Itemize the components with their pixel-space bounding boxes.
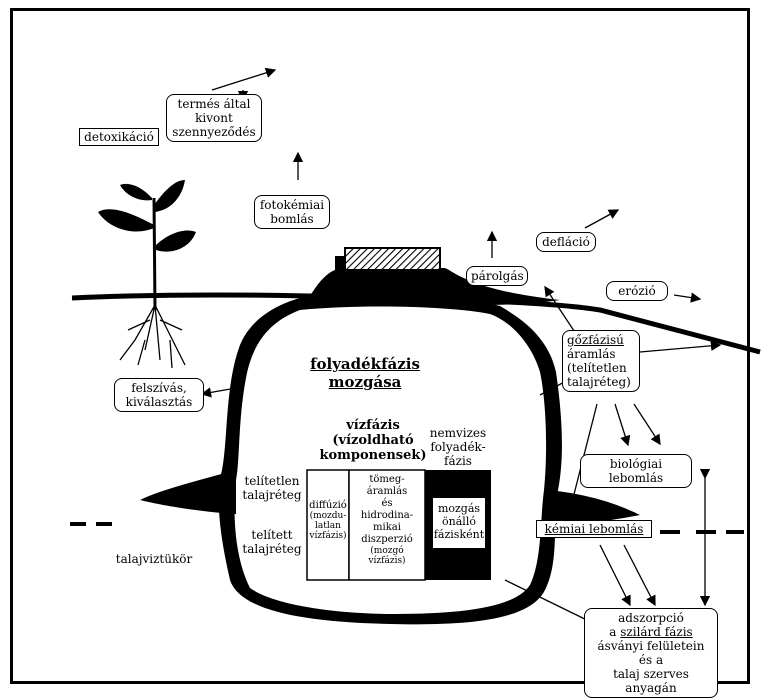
arrow-vapor-bio-right [633,403,661,446]
water-line: komponensek) [319,448,427,463]
adsorption-line: adszorpció [618,611,684,625]
adsorption-box: adszorpció a szilárd fázis ásványi felül… [584,608,718,698]
plant-stem [152,197,157,311]
sat-line: talajréteg [242,542,302,556]
napl-line: fázisként [433,528,485,541]
tank [344,247,441,271]
plant-leaf [156,230,196,252]
adsorption-line: ásványi felületein és a [597,639,705,667]
advection-line: áramlás [366,486,408,497]
vapor-line: gőzfázisú [567,333,624,347]
arrow-vapor-bio-left [614,403,631,447]
plant-leaf [154,180,185,212]
detox-text: detoxikáció [84,130,154,144]
crop-uptake-box: termés által kivont szennyeződés [166,94,262,142]
vapor-line: (telítetlen [567,361,627,375]
arrow-plume-ads [504,579,597,625]
advection-line: (mozgó [370,546,404,556]
bio-text: biológiai lebomlás [608,457,664,485]
uptake-box: felszívás, kiválasztás [114,378,204,412]
liquid-phase-title: folyadékfázis mozgása [300,355,430,391]
diffusion-line: (mozdu- [309,511,347,521]
non-aqueous-label: nemvizes folyadék- fázis [420,426,496,468]
napl-inner-box [433,498,485,548]
groundwater-text: talajviztükör [115,552,193,566]
nonaq-line: fázis [444,454,472,468]
arrow-erosion [673,292,702,303]
ground-surface-blob [310,268,560,306]
uptake-line: felszívás, [131,381,187,395]
nonaq-line: folyadék- [430,440,486,454]
unsaturated-zone-label: telítetlen talajréteg [240,474,304,502]
arrow-deflation [584,209,620,229]
chemical-degradation-box: kémiai lebomlás [536,520,652,538]
advection-line: mikai [373,522,401,533]
water-line: vízfázis [346,418,400,433]
deflation-text: defláció [542,235,590,249]
biodegradation-box: biológiai lebomlás [580,454,692,488]
water-phase-label: vízfázis (vízoldható komponensek) [318,418,428,463]
advection-line: és [381,498,393,509]
advection-line: vízfázis) [368,556,406,566]
detox-label: detoxikáció [79,128,159,146]
vapor-line: talajréteg) [567,375,631,389]
liquid-title-line: folyadékfázis [310,355,420,373]
sat-line: telített [251,528,293,542]
diagram-frame [10,8,750,684]
evaporation-box: párolgás [466,266,528,286]
napl-line: önálló [442,515,476,528]
plume-left-bulge [140,470,236,514]
evaporation-text: párolgás [471,269,524,283]
crop-line: kivont [195,111,233,125]
nonaq-line: nemvizes [429,426,487,440]
deflation-box: defláció [536,232,596,252]
unsat-line: telítetlen [244,474,300,488]
erosion-text: erózió [618,284,656,298]
photochem-box: fotokémiai bomlás [254,195,330,229]
arrow-chem-ads-b [623,544,656,607]
plant-roots [119,304,186,369]
diffusion-line: latlan [315,521,341,531]
unsat-line: talajréteg [242,488,302,502]
plume-right-bulge [545,490,640,525]
diffusion-line: vízfázis) [309,531,347,541]
tank-legs [357,269,428,285]
saturated-zone-label: telített talajréteg [240,528,304,556]
arrow-vapor-right [639,340,722,353]
diffusion-line: diffúzió [309,500,347,511]
adsorption-line: a [609,625,621,639]
crop-line: szennyeződés [172,125,256,139]
liquid-title-line: mozgása [328,373,402,391]
advection-line: hidrodina- [360,510,414,521]
crop-line: termés által [177,97,251,111]
advection-line: tömeg- [369,474,405,485]
arrow-to-uptake [200,387,237,398]
advection-line: diszperzió [361,534,413,545]
erosion-box: erózió [606,281,668,301]
arrow-crop-up [211,67,277,91]
groundwater-table-label: talajviztükör [106,552,202,566]
napl-movement-label: mozgás önálló fázisként [433,502,485,541]
adsorption-line: szilárd fázis [620,625,693,639]
uptake-line: kiválasztás [125,395,193,409]
napl-line: mozgás [437,502,481,515]
advection-label: tömeg- áramlás és hidrodina- mikai diszp… [350,474,424,566]
plant-leaf [120,183,152,201]
arrow-chem-ads-a [599,544,631,607]
diffusion-label: diffúzió (mozdu- latlan vízfázis) [308,500,348,541]
water-line: (vízoldható [332,433,414,448]
plant-leaf [98,209,154,232]
photochem-line: bomlás [270,212,314,226]
adsorption-line: talaj szerves anyagán [613,667,689,695]
vapor-flow-box: gőzfázisú áramlás (telítetlen talajréteg… [562,330,640,392]
vapor-line: áramlás [567,347,616,361]
photochem-line: fotokémiai [259,198,325,212]
compartment-diffusion [306,469,350,581]
chem-text: kémiai lebomlás [544,522,644,536]
